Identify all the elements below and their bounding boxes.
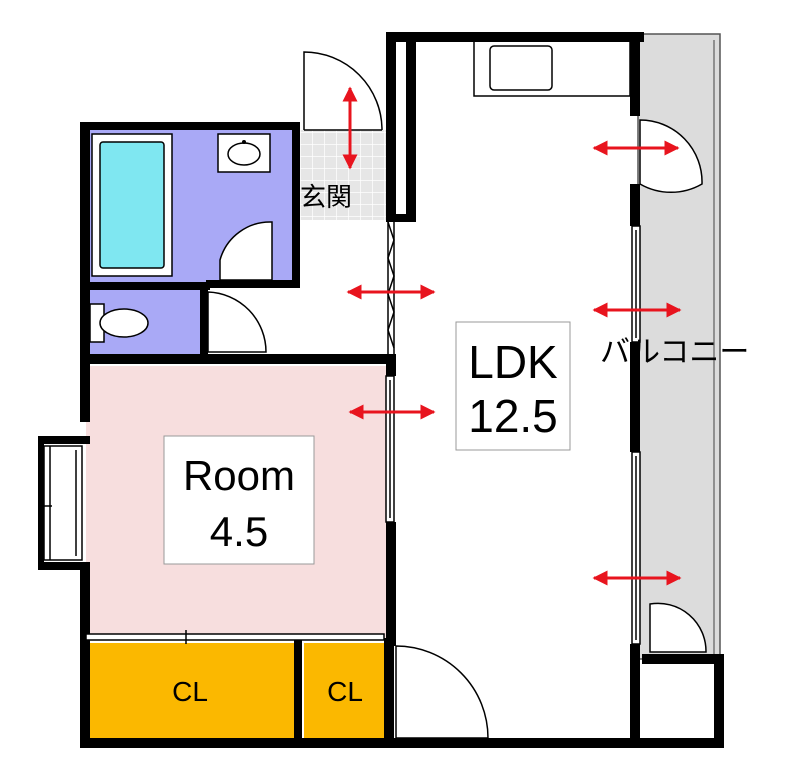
entrance-label: 玄関 xyxy=(300,182,352,212)
ldk-name: LDK xyxy=(468,336,558,388)
ldk-door-icon xyxy=(395,645,489,739)
bathtub-water xyxy=(99,141,165,269)
balcony-label: バルコニー xyxy=(600,336,749,369)
doors xyxy=(207,51,707,739)
ldk-size: 12.5 xyxy=(468,390,558,442)
basin-bowl-icon xyxy=(227,142,261,166)
windows xyxy=(40,221,641,645)
kitchen-sink-icon xyxy=(489,45,553,91)
toilet-icon xyxy=(99,308,149,338)
room-size: 4.5 xyxy=(210,508,268,555)
closet-right-label: CL xyxy=(327,676,363,707)
closet-right-area xyxy=(304,643,388,739)
balcony-door-top-icon xyxy=(639,119,703,194)
closet-left-area xyxy=(86,643,294,739)
access-arrows xyxy=(342,86,682,586)
entrance-door-icon xyxy=(303,51,383,131)
bathroom-door-icon xyxy=(219,221,273,281)
closet-left-label: CL xyxy=(172,676,208,707)
toilet-door-icon xyxy=(207,291,267,353)
room-name: Room xyxy=(183,452,295,499)
ldk-label-box xyxy=(455,321,571,451)
entrance-area xyxy=(292,130,390,220)
room-label-box xyxy=(163,435,315,565)
walls xyxy=(38,32,724,748)
balcony-door-bottom-icon xyxy=(649,602,707,653)
